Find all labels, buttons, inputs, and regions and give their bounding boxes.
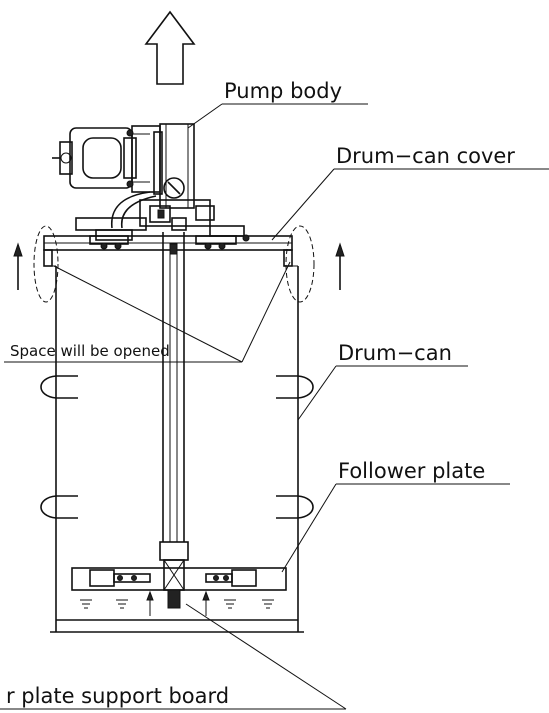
space-opened-leader-right (241, 261, 291, 363)
follower-plate-label: Follower plate (338, 459, 485, 483)
gap-highlight-right (285, 225, 315, 303)
space-opened-leader-left (53, 265, 243, 363)
lift-up-arrow-icon (144, 10, 196, 85)
drum-can-label: Drum−can (338, 341, 452, 365)
suction-tube (162, 232, 185, 542)
drum-can-cover (43, 234, 293, 267)
follower-plate (71, 541, 287, 616)
support-board-label: r plate support board (6, 684, 229, 708)
side-up-arrow-left-icon (13, 242, 23, 290)
drum-can-body (40, 265, 314, 633)
pump-motor-assembly (52, 123, 245, 241)
drum-can-cover-label: Drum−can cover (336, 144, 515, 168)
space-opened-label: Space will be opened (10, 342, 170, 360)
follower-plate-leader (281, 483, 337, 573)
side-up-arrow-right-icon (335, 242, 345, 290)
support-board-leader (185, 603, 347, 710)
drum-can-cover-leader (271, 168, 335, 241)
pump-body-label: Pump body (224, 79, 342, 103)
gap-highlight-left (33, 225, 59, 303)
drum-can-leader (297, 365, 337, 421)
